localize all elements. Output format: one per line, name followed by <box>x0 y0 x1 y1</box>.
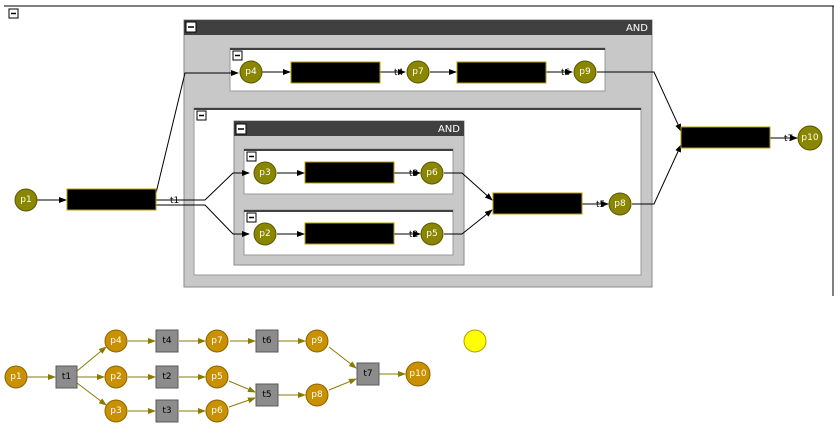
b-place-p1-label: p1 <box>10 372 21 382</box>
root-collapse-button[interactable] <box>8 8 19 19</box>
arc-p5-t5 <box>444 209 493 235</box>
arc-label-t2: t2 <box>409 230 418 240</box>
and-group-outer-label: AND <box>626 23 648 34</box>
b-transition-t6[interactable]: t6 <box>255 329 279 353</box>
place-p2-label: p2 <box>259 229 270 239</box>
b-transition-t6-label: t6 <box>262 336 272 346</box>
arc-p6-t5 <box>444 172 493 201</box>
place-p5[interactable]: p5 <box>420 222 444 246</box>
arc-label-t1: t1 <box>170 196 179 206</box>
and-group-outer-collapse-button[interactable] <box>185 21 197 33</box>
b-place-p5-label: p5 <box>211 372 222 382</box>
place-p7[interactable]: p7 <box>406 60 430 84</box>
arc-b-p5-t5 <box>228 380 256 393</box>
and-group-inner-collapse-button[interactable] <box>235 123 247 135</box>
b-place-p4-label: p4 <box>110 336 122 346</box>
sequence-group-p3-collapse-button[interactable] <box>246 151 257 162</box>
place-p6-label: p6 <box>426 168 438 178</box>
b-transition-t2[interactable]: t2 <box>155 365 179 389</box>
arc-label-t3: t3 <box>409 169 418 179</box>
b-place-p8-label: p8 <box>311 390 323 400</box>
place-p10[interactable]: p10 <box>797 125 823 151</box>
arc-b-p8-t7 <box>328 378 357 391</box>
place-p3-label: p3 <box>259 168 270 178</box>
transition-t4[interactable] <box>290 61 381 84</box>
place-p1-label: p1 <box>20 195 31 205</box>
b-transition-t4-label: t4 <box>162 336 172 346</box>
arc-t1-p4 <box>155 70 239 194</box>
top-net-arcs: t1 t4 t6 t3 t2 t5 t7 <box>37 68 798 240</box>
transition-t3[interactable] <box>304 161 395 184</box>
b-place-p2[interactable]: p2 <box>104 365 128 389</box>
b-transition-t5[interactable]: t5 <box>255 383 279 407</box>
transition-t2[interactable] <box>304 222 395 245</box>
arc-p8-t7 <box>632 144 682 205</box>
place-p3[interactable]: p3 <box>253 161 277 185</box>
place-p9-label: p9 <box>579 67 591 77</box>
b-place-p9[interactable]: p9 <box>305 329 329 353</box>
b-place-p5[interactable]: p5 <box>205 365 229 389</box>
b-place-p2-label: p2 <box>110 372 121 382</box>
b-place-p1[interactable]: p1 <box>4 365 28 389</box>
arc-b-t1-p4 <box>76 346 107 372</box>
bottom-net-arcs <box>27 338 406 414</box>
b-transition-t7-label: t7 <box>363 369 372 379</box>
place-p8-label: p8 <box>614 199 626 209</box>
arc-label-t6: t6 <box>561 68 571 78</box>
b-place-p3-label: p3 <box>110 406 121 416</box>
b-transition-t3[interactable]: t3 <box>155 399 179 423</box>
sequence-group-lower-collapse-button[interactable] <box>196 110 207 121</box>
arc-b-p6-t5 <box>228 397 256 408</box>
arc-label-t4: t4 <box>394 68 404 78</box>
b-place-p3[interactable]: p3 <box>104 399 128 423</box>
place-p9[interactable]: p9 <box>573 60 597 84</box>
token-indicator <box>463 329 487 353</box>
b-place-p8[interactable]: p8 <box>305 383 329 407</box>
and-group-inner-label: AND <box>438 124 460 135</box>
place-p1[interactable]: p1 <box>14 188 38 212</box>
transition-t1[interactable] <box>66 188 157 211</box>
transition-t6[interactable] <box>456 61 547 84</box>
place-p5-label: p5 <box>426 229 437 239</box>
arc-t1-p3 <box>156 170 250 201</box>
arc-b-t1-p3 <box>76 382 107 406</box>
and-group-outer-header <box>184 20 652 35</box>
place-p6[interactable]: p6 <box>420 161 444 185</box>
b-transition-t5-label: t5 <box>262 390 271 400</box>
b-place-p6-label: p6 <box>211 406 223 416</box>
arc-b-p9-t7 <box>328 346 357 369</box>
transition-t5[interactable] <box>492 192 583 215</box>
b-transition-t1-label: t1 <box>62 372 71 382</box>
arc-label-t5: t5 <box>596 200 605 210</box>
b-place-p4[interactable]: p4 <box>104 329 128 353</box>
place-p7-label: p7 <box>412 67 423 77</box>
b-place-p10[interactable]: p10 <box>405 361 431 387</box>
place-p8[interactable]: p8 <box>608 192 632 216</box>
place-p10-label: p10 <box>801 133 818 143</box>
arc-p9-t7 <box>597 71 682 132</box>
sequence-group-upper-collapse-button[interactable] <box>232 50 243 61</box>
arc-t1-p2 <box>156 204 250 237</box>
b-place-p6[interactable]: p6 <box>205 399 229 423</box>
sequence-group-p2-collapse-button[interactable] <box>246 212 257 223</box>
place-p4[interactable]: p4 <box>239 60 263 84</box>
b-transition-t7[interactable]: t7 <box>356 362 380 386</box>
b-place-p7-label: p7 <box>211 336 222 346</box>
place-p2[interactable]: p2 <box>253 222 277 246</box>
b-transition-t2-label: t2 <box>162 372 171 382</box>
b-transition-t3-label: t3 <box>162 406 171 416</box>
place-p4-label: p4 <box>245 67 257 77</box>
b-place-p10-label: p10 <box>409 369 426 379</box>
b-place-p7[interactable]: p7 <box>205 329 229 353</box>
b-transition-t4[interactable]: t4 <box>155 329 179 353</box>
b-place-p9-label: p9 <box>311 336 323 346</box>
b-transition-t1[interactable]: t1 <box>55 365 78 389</box>
transition-t7[interactable] <box>680 126 771 149</box>
arc-label-t7: t7 <box>784 134 793 144</box>
